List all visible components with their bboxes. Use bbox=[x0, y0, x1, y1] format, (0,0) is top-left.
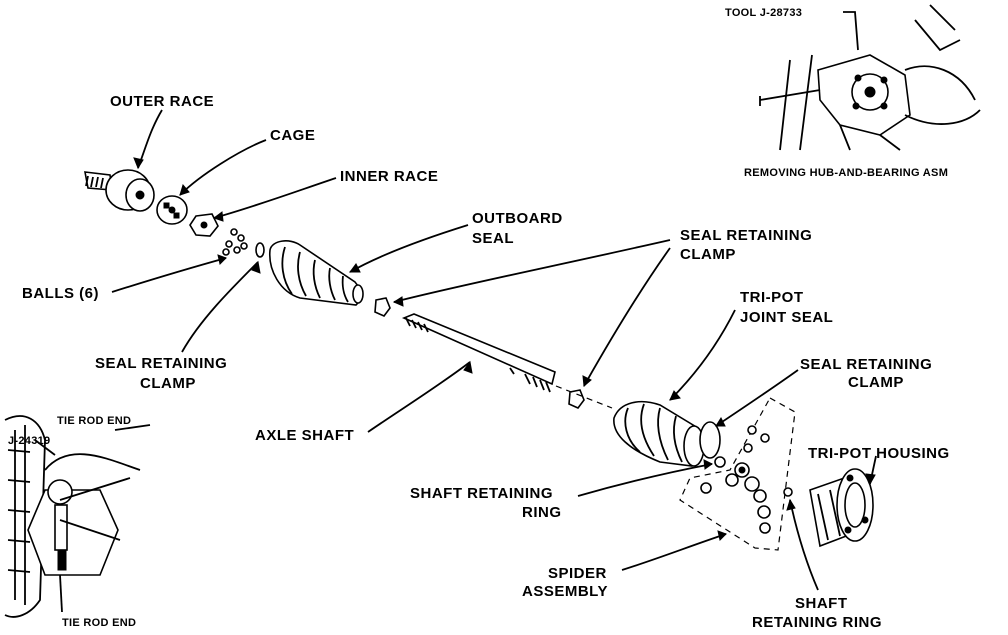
hub-removal-inset: TOOL J-28733 REMOVING HUB-AND-BEARING AS… bbox=[725, 4, 981, 179]
label-spider-line2: ASSEMBLY bbox=[522, 583, 608, 600]
cage-part bbox=[156, 195, 188, 225]
label-balls: BALLS (6) bbox=[22, 285, 99, 302]
tie-rod-bottom-label: TIE ROD END bbox=[62, 617, 136, 629]
left-seal-clamp-part bbox=[255, 242, 265, 258]
label-tripot-seal-line2: JOINT SEAL bbox=[740, 309, 833, 326]
part-labels: OUTER RACE CAGE INNER RACE OUTBOARD SEAL… bbox=[22, 93, 950, 631]
outboard-small-clamp-part bbox=[374, 297, 391, 317]
label-seal-clamp-right-line1: SEAL RETAINING bbox=[800, 356, 932, 373]
label-seal-clamp-top-line1: SEAL RETAINING bbox=[680, 227, 812, 244]
label-axle-shaft: AXLE SHAFT bbox=[255, 427, 354, 444]
label-outboard-seal-line1: OUTBOARD bbox=[472, 210, 563, 227]
tripot-housing-part bbox=[809, 468, 874, 548]
leader-lines bbox=[111, 109, 877, 591]
tripot-joint-seal-part bbox=[613, 401, 705, 467]
label-shaft-ring-right-line1: SHAFT bbox=[795, 595, 848, 612]
outboard-seal-part bbox=[269, 240, 364, 306]
tie-rod-tool-label: J-24319 bbox=[8, 435, 50, 447]
spider-assembly-part bbox=[700, 425, 771, 534]
label-inner-race: INNER RACE bbox=[340, 168, 438, 185]
axle-shaft-part bbox=[401, 313, 556, 393]
shaft-centerline-dash bbox=[555, 385, 613, 409]
tie-rod-top-label: TIE ROD END bbox=[57, 415, 131, 427]
label-seal-clamp-right-line2: CLAMP bbox=[848, 374, 904, 391]
label-spider-line1: SPIDER bbox=[548, 565, 607, 582]
label-shaft-ring-left-line2: RING bbox=[522, 504, 562, 521]
label-seal-clamp-top-line2: CLAMP bbox=[680, 246, 736, 263]
inner-small-clamp-part bbox=[568, 389, 585, 409]
label-shaft-ring-left-line1: SHAFT RETAINING bbox=[410, 485, 553, 502]
balls-part bbox=[222, 228, 248, 256]
hub-tool-label: TOOL J-28733 bbox=[725, 7, 802, 19]
label-cage: CAGE bbox=[270, 127, 315, 144]
outer-race-part bbox=[84, 169, 155, 212]
label-seal-clamp-left-line1: SEAL RETAINING bbox=[95, 355, 227, 372]
label-outer-race: OUTER RACE bbox=[110, 93, 214, 110]
inner-race-part bbox=[189, 213, 219, 237]
label-tripot-housing: TRI-POT HOUSING bbox=[808, 445, 950, 462]
label-tripot-seal-line1: TRI-POT bbox=[740, 289, 804, 306]
tie-rod-inset: TIE ROD END J-24319 TIE ROD END bbox=[4, 415, 151, 629]
label-shaft-ring-right-line2: RETAINING RING bbox=[752, 614, 882, 630]
spider-assembly-region bbox=[679, 397, 796, 551]
hub-inset-caption: REMOVING HUB-AND-BEARING ASM bbox=[744, 167, 948, 179]
label-outboard-seal-line2: SEAL bbox=[472, 230, 514, 247]
right-seal-clamp-part bbox=[699, 421, 721, 459]
label-seal-clamp-left-line2: CLAMP bbox=[140, 375, 196, 392]
shaft-retaining-ring-right-part bbox=[783, 487, 793, 497]
